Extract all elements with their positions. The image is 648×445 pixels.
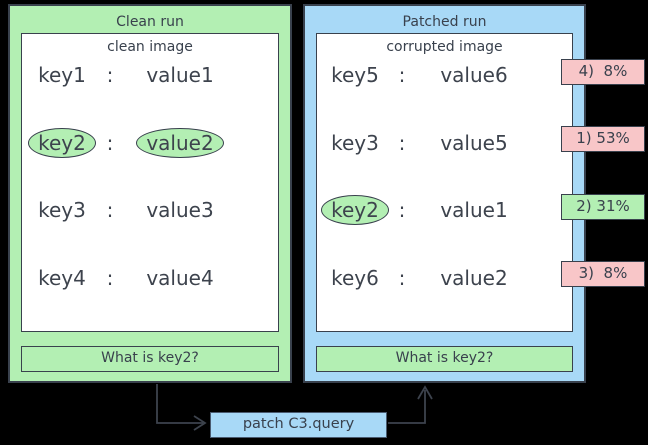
kv-key: key3 [22, 194, 102, 226]
patched-query-box: What is key2? [316, 346, 573, 372]
arrowhead-right-icon [193, 415, 207, 431]
kv-row: key5 : value6 [317, 59, 572, 91]
kv-value-text: value3 [146, 198, 214, 222]
kv-key-text: key5 [331, 63, 379, 87]
value-highlight-ellipse: value2 [136, 128, 224, 158]
kv-value: value4 [118, 262, 242, 294]
rank-badge-1: 1) 53% [561, 126, 645, 152]
kv-value: value2 [118, 127, 242, 159]
kv-key-text: key3 [38, 198, 86, 222]
arrow-clean-to-patch [156, 384, 207, 431]
kv-value-text: value1 [146, 63, 214, 87]
kv-row: key1 : value1 [22, 59, 278, 91]
kv-row: key3 : value3 [22, 194, 278, 226]
kv-colon: : [398, 63, 406, 87]
kv-colon: : [106, 198, 114, 222]
kv-key: key6 [317, 262, 393, 294]
kv-key-text: key6 [331, 266, 379, 290]
kv-colon: : [398, 131, 406, 155]
corrupted-image-box: corrupted image key5 : value6 key3 : val… [316, 33, 573, 332]
patch-query-box: patch C3.query [210, 412, 387, 438]
kv-value-text: value4 [146, 266, 214, 290]
kv-row: key2 : value1 [317, 194, 572, 226]
clean-query-box: What is key2? [21, 346, 279, 372]
patched-run-panel: Patched run corrupted image key5 : value… [303, 4, 586, 383]
clean-run-panel: Clean run clean image key1 : value1 key2… [8, 4, 292, 383]
kv-colon: : [106, 266, 114, 290]
kv-value: value1 [412, 194, 536, 226]
corrupted-image-label: corrupted image [386, 39, 503, 55]
kv-value: value3 [118, 194, 242, 226]
kv-value-text: value2 [440, 266, 508, 290]
kv-key-text: key1 [38, 63, 86, 87]
kv-row: key2 : value2 [22, 127, 278, 159]
key-highlight-ellipse: key2 [321, 195, 389, 225]
kv-colon: : [106, 63, 114, 87]
kv-key: key5 [317, 59, 393, 91]
clean-image-label: clean image [107, 39, 193, 55]
kv-value-text: value6 [440, 63, 508, 87]
rank-badge-4: 4) 8% [561, 59, 645, 85]
kv-value: value2 [412, 262, 536, 294]
rank-badge-3: 3) 8% [561, 261, 645, 287]
key-highlight-ellipse: key2 [28, 128, 96, 158]
kv-key: key2 [317, 194, 393, 226]
kv-key-text: key3 [331, 131, 379, 155]
clean-run-title: Clean run [116, 14, 184, 30]
kv-value-text: value5 [440, 131, 508, 155]
kv-row: key4 : value4 [22, 262, 278, 294]
arrowhead-up-icon [417, 385, 433, 400]
kv-value-text: value1 [440, 198, 508, 222]
clean-image-box: clean image key1 : value1 key2 : value2 … [21, 33, 279, 332]
rank-badge-2: 2) 31% [561, 194, 645, 220]
kv-colon: : [398, 266, 406, 290]
kv-colon: : [398, 198, 406, 222]
kv-row: key6 : value2 [317, 262, 572, 294]
patched-run-title: Patched run [402, 14, 487, 30]
arrow-patch-to-patched [388, 385, 433, 424]
kv-value: value5 [412, 127, 536, 159]
kv-key: key3 [317, 127, 393, 159]
kv-key-text: key4 [38, 266, 86, 290]
kv-row: key3 : value5 [317, 127, 572, 159]
kv-key: key4 [22, 262, 102, 294]
kv-colon: : [106, 131, 114, 155]
kv-value: value1 [118, 59, 242, 91]
kv-key: key2 [22, 127, 102, 159]
kv-key: key1 [22, 59, 102, 91]
kv-value: value6 [412, 59, 536, 91]
